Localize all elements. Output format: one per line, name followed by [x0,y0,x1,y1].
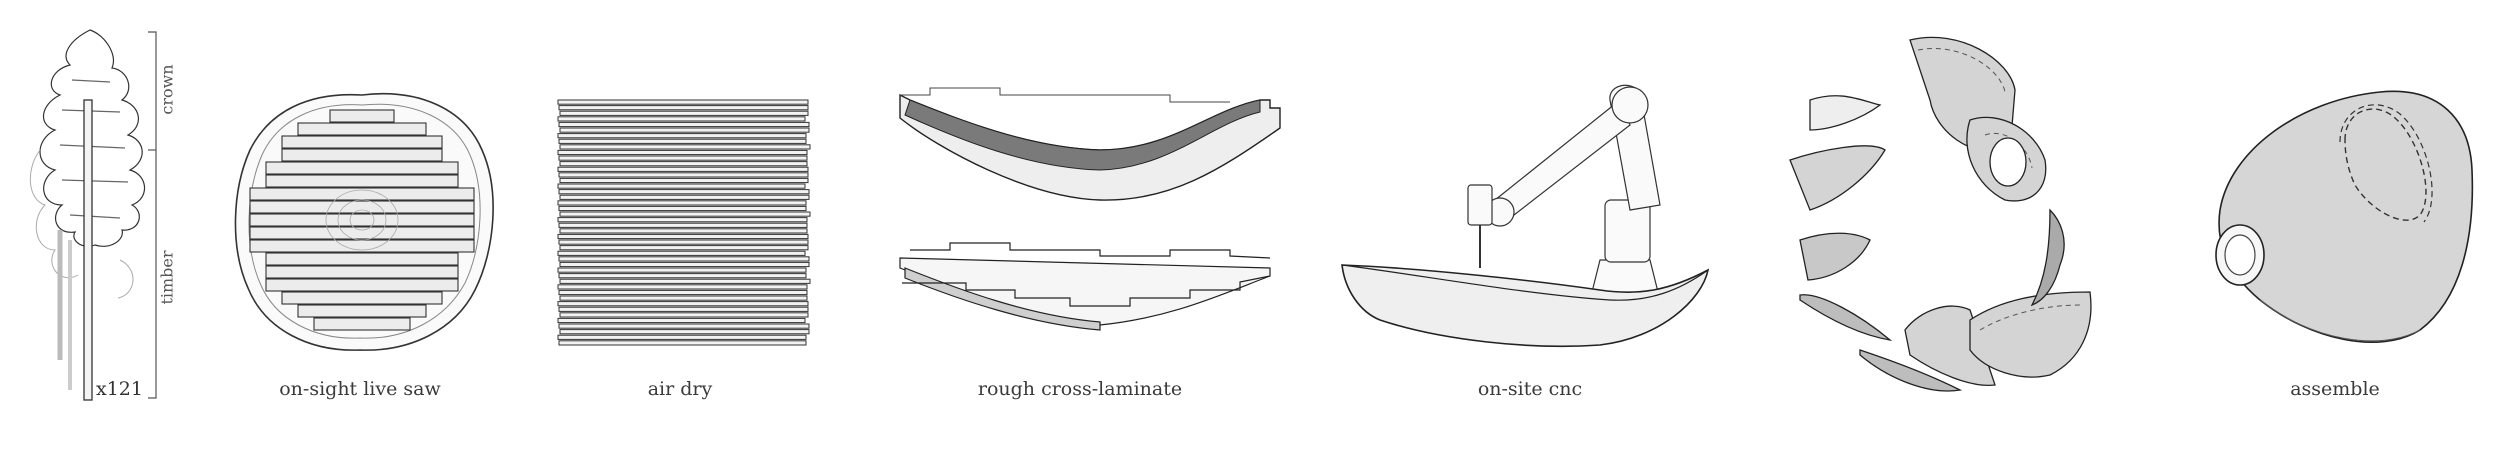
step-label-assemble: assemble [2170,378,2500,400]
sawn-board [314,318,410,330]
drying-board [560,229,807,233]
sawn-board [250,201,474,213]
drying-board [558,318,805,322]
step-assemble: assemble [2170,0,2500,452]
drying-board [559,223,807,227]
drying-board [560,262,809,266]
tree-count-label: x121 [96,378,143,400]
drying-board [560,178,808,182]
drying-board [559,206,806,210]
sawn-board [266,162,458,174]
timber-label: timber [158,250,177,304]
sawn-board [330,110,394,122]
step-live-saw: on-sight live saw [200,0,520,452]
step-label-cross-laminate: rough cross-laminate [870,378,1290,400]
drying-board [559,173,808,177]
drying-board [560,195,809,199]
step-label-air-dry: air dry [520,378,840,400]
step-air-dry: air dry [520,0,840,452]
drying-board [558,201,806,205]
robot-arm-illustration [1330,0,1730,370]
drying-board [559,290,807,294]
drying-board [558,218,807,222]
exploded-parts-illustration [1760,0,2140,400]
sawn-board [266,266,458,278]
sawn-board [298,305,426,317]
step-cnc: on-site cnc [1330,0,1730,452]
drying-board [559,190,809,194]
drying-board [560,246,808,250]
sawn-board [250,214,474,226]
assembled-pod-illustration [2170,0,2500,370]
drying-board [558,134,806,138]
drying-board [560,162,807,166]
drying-board [559,274,806,278]
sawn-board [250,227,474,239]
tree-panel: crown timber x121 [0,0,200,452]
step-label-live-saw: on-sight live saw [200,378,520,400]
drying-board [560,111,808,115]
drying-board [559,240,808,244]
sawn-board [282,136,442,148]
drying-board [560,128,809,132]
lumber-stack-illustration [520,0,840,370]
sawn-board [266,175,458,187]
log-cross-section-illustration [200,0,520,370]
drying-board [559,324,809,328]
drying-board [558,150,807,154]
drying-board [559,307,808,311]
step-label-cnc: on-site cnc [1330,378,1730,400]
drying-board [560,296,807,300]
drying-board [560,313,808,317]
drying-board [559,156,807,160]
sawn-board [266,279,458,291]
drying-board [558,302,808,306]
drying-board [559,257,809,261]
drying-board [558,100,808,104]
cross-laminate-illustration [870,0,1290,370]
drying-board [559,341,806,345]
drying-board [558,335,806,339]
drying-board [558,285,807,289]
drying-board [560,212,810,216]
crown-label: crown [158,64,177,114]
sawn-board [266,253,458,265]
step-exploded-parts [1760,0,2140,452]
sawn-board [282,292,442,304]
drying-board [560,145,810,149]
drying-board [559,122,809,126]
sawn-board [282,149,442,161]
sawn-board [298,123,426,135]
drying-board [560,330,809,334]
step-cross-laminate: rough cross-laminate [870,0,1290,452]
drying-board [560,279,810,283]
drying-board [558,268,806,272]
drying-board [558,251,805,255]
drying-board [558,234,808,238]
drying-board [559,106,808,110]
drying-board [558,167,808,171]
drying-board [559,139,806,143]
drying-board [558,117,805,121]
drying-board [558,184,805,188]
